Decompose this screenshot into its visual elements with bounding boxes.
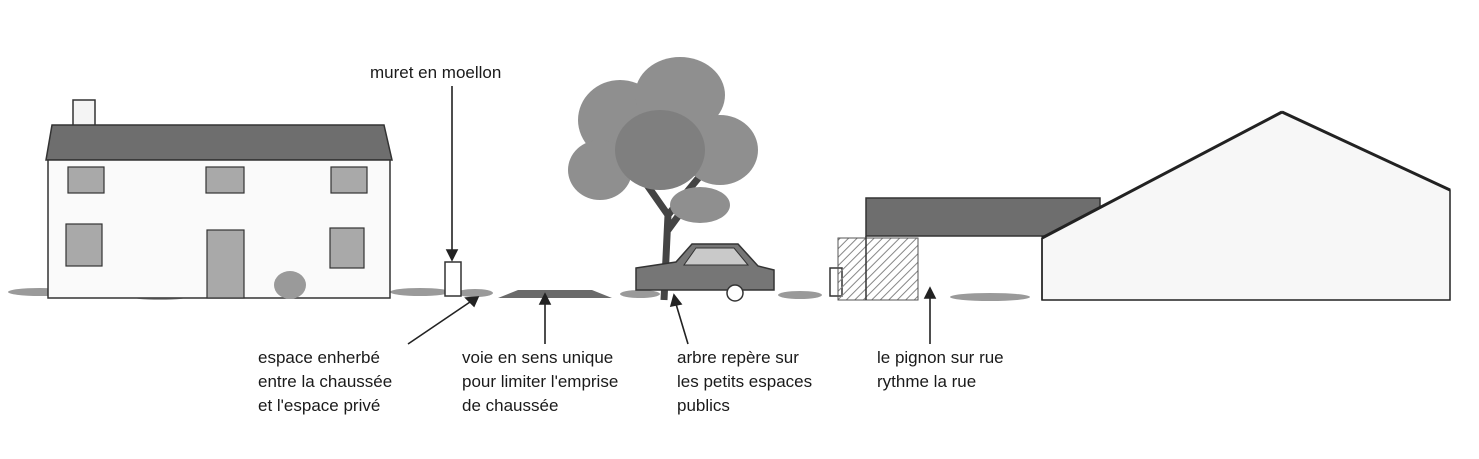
arrow-arbre — [669, 293, 689, 345]
annotation-arrows — [407, 86, 937, 345]
tree — [568, 57, 758, 301]
label-espace-enherbe: espace enherbé entre la chaussée et l'es… — [258, 346, 392, 418]
label-line: le pignon sur rue — [877, 348, 1004, 367]
arrow-espace — [407, 296, 480, 345]
door — [206, 229, 245, 299]
arrow-pignon — [923, 286, 937, 344]
label-arbre: arbre repère sur les petits espaces publ… — [677, 346, 812, 418]
road — [498, 290, 612, 298]
gable-house — [1041, 110, 1451, 301]
left-house — [45, 99, 393, 299]
low-wall — [444, 261, 462, 297]
arrow-voie — [538, 292, 552, 344]
label-line: entre la chaussée — [258, 372, 393, 391]
shrub — [274, 271, 306, 299]
label-line: rythme la rue — [877, 372, 977, 391]
window — [67, 166, 105, 194]
label-pignon: le pignon sur rue rythme la rue — [877, 346, 1004, 394]
window — [329, 227, 365, 269]
label-muret: muret en moellon — [370, 61, 501, 85]
left-house-roof — [45, 124, 393, 161]
arrow-muret — [445, 86, 459, 262]
label-line: les petits espaces — [677, 372, 813, 391]
window — [205, 166, 245, 194]
label-line: publics — [677, 396, 730, 415]
label-line: et l'espace privé — [258, 396, 381, 415]
label-line: muret en moellon — [370, 63, 502, 82]
shed — [837, 197, 1101, 301]
window — [65, 223, 103, 267]
label-line: pour limiter l'emprise — [462, 372, 619, 391]
label-line: espace enherbé — [258, 348, 380, 367]
label-line: arbre repère sur — [677, 348, 799, 367]
label-line: de chaussée — [462, 396, 559, 415]
window — [330, 166, 368, 194]
label-line: voie en sens unique — [462, 348, 614, 367]
label-voie: voie en sens unique pour limiter l'empri… — [462, 346, 618, 418]
car — [635, 243, 775, 302]
